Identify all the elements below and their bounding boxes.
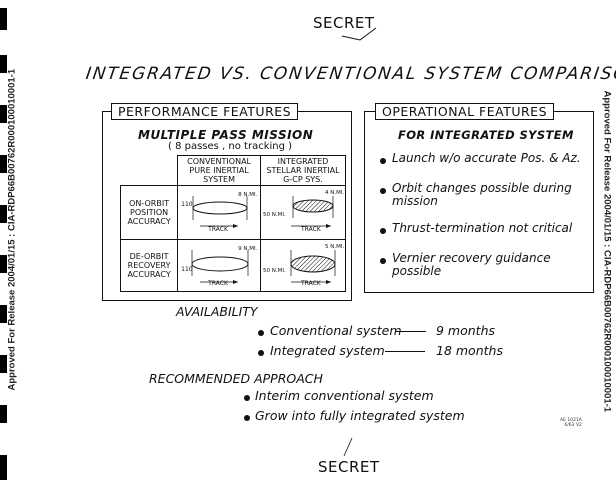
dash-line bbox=[385, 351, 425, 352]
error-ellipse-diagram bbox=[192, 195, 248, 228]
availability-system: Conventional system bbox=[270, 323, 402, 338]
page-title: INTEGRATED VS. CONVENTIONAL SYSTEM COMPA… bbox=[84, 64, 616, 84]
error-ellipse-diagram bbox=[290, 249, 336, 284]
classification-header: SECRET bbox=[313, 14, 375, 32]
binder-mark bbox=[0, 205, 7, 223]
table-row: ON-ORBIT POSITION ACCURACY 110 8 N.MI. T… bbox=[119, 185, 347, 240]
availability-time: 9 months bbox=[436, 323, 496, 338]
error-ellipse-diagram bbox=[290, 195, 334, 228]
performance-table: CONVENTIONAL PURE INERTIAL SYSTEM INTEGR… bbox=[119, 155, 347, 292]
release-stamp-right: Approved For Release 2004/01/15 : CIA-RD… bbox=[601, 90, 613, 413]
form-number: AE 1021A 6/63 V2 bbox=[560, 418, 582, 428]
binder-mark bbox=[0, 455, 7, 480]
row-label: ON-ORBIT POSITION ACCURACY bbox=[119, 185, 179, 240]
list-item: Orbit changes possible during mission bbox=[392, 181, 572, 208]
bullet bbox=[244, 395, 250, 401]
availability-system: Integrated system bbox=[270, 343, 385, 358]
classification-footer: SECRET bbox=[318, 458, 380, 476]
int-deorbit-cell: 50 N.MI. 5 N.MI. TRACK bbox=[259, 239, 347, 292]
availability-label: AVAILABILITY bbox=[176, 304, 258, 319]
col-conventional: CONVENTIONAL PURE INERTIAL SYSTEM bbox=[177, 155, 261, 186]
dash-line bbox=[396, 331, 426, 332]
list-item: Launch w/o accurate Pos. & Az. bbox=[392, 151, 581, 165]
recommended-item: Interim conventional system bbox=[255, 388, 434, 403]
list-item: Thrust-termination not critical bbox=[392, 221, 573, 235]
binder-mark bbox=[0, 405, 7, 423]
footer-scribble bbox=[343, 437, 353, 457]
conv-orbit-cell: 110 8 N.MI. TRACK bbox=[177, 185, 261, 240]
bullet bbox=[244, 415, 250, 421]
recommended-item: Grow into fully integrated system bbox=[255, 408, 465, 423]
binder-mark bbox=[0, 8, 7, 30]
list-item: Vernier recovery guidance possible bbox=[392, 251, 551, 278]
conv-deorbit-cell: 110 9 N.MI. TRACK bbox=[177, 239, 261, 292]
recommended-label: RECOMMENDED APPROACH bbox=[149, 371, 323, 386]
mission-note: ( 8 passes , no tracking ) bbox=[168, 141, 293, 152]
binder-mark bbox=[0, 355, 7, 373]
table-row: DE-ORBIT RECOVERY ACCURACY 110 9 N.MI. T… bbox=[119, 239, 347, 292]
binder-mark bbox=[0, 55, 7, 73]
bullet bbox=[380, 228, 386, 234]
operational-subheading: FOR INTEGRATED SYSTEM bbox=[398, 128, 574, 142]
binder-mark bbox=[0, 155, 7, 173]
int-orbit-cell: 50 N.MI. 4 N.MI. TRACK bbox=[259, 185, 347, 240]
col-integrated: INTEGRATED STELLAR INERTIAL G-CP SYS. bbox=[259, 155, 347, 186]
availability-time: 18 months bbox=[436, 343, 503, 358]
error-ellipse-diagram bbox=[191, 249, 249, 284]
release-stamp-left: Approved For Release 2004/01/15 : CIA-RD… bbox=[6, 68, 18, 391]
binder-mark bbox=[0, 105, 7, 123]
bullet bbox=[258, 350, 264, 356]
binder-mark bbox=[0, 305, 7, 323]
performance-heading: PERFORMANCE FEATURES bbox=[111, 103, 299, 120]
operational-heading: OPERATIONAL FEATURES bbox=[375, 103, 555, 120]
bullet bbox=[380, 158, 386, 164]
bullet bbox=[380, 258, 386, 264]
row-label: DE-ORBIT RECOVERY ACCURACY bbox=[119, 239, 179, 292]
bullet bbox=[258, 330, 264, 336]
binder-mark bbox=[0, 255, 7, 273]
bullet bbox=[380, 188, 386, 194]
header-scribble bbox=[341, 27, 377, 41]
mission-title: MULTIPLE PASS MISSION bbox=[138, 128, 314, 142]
